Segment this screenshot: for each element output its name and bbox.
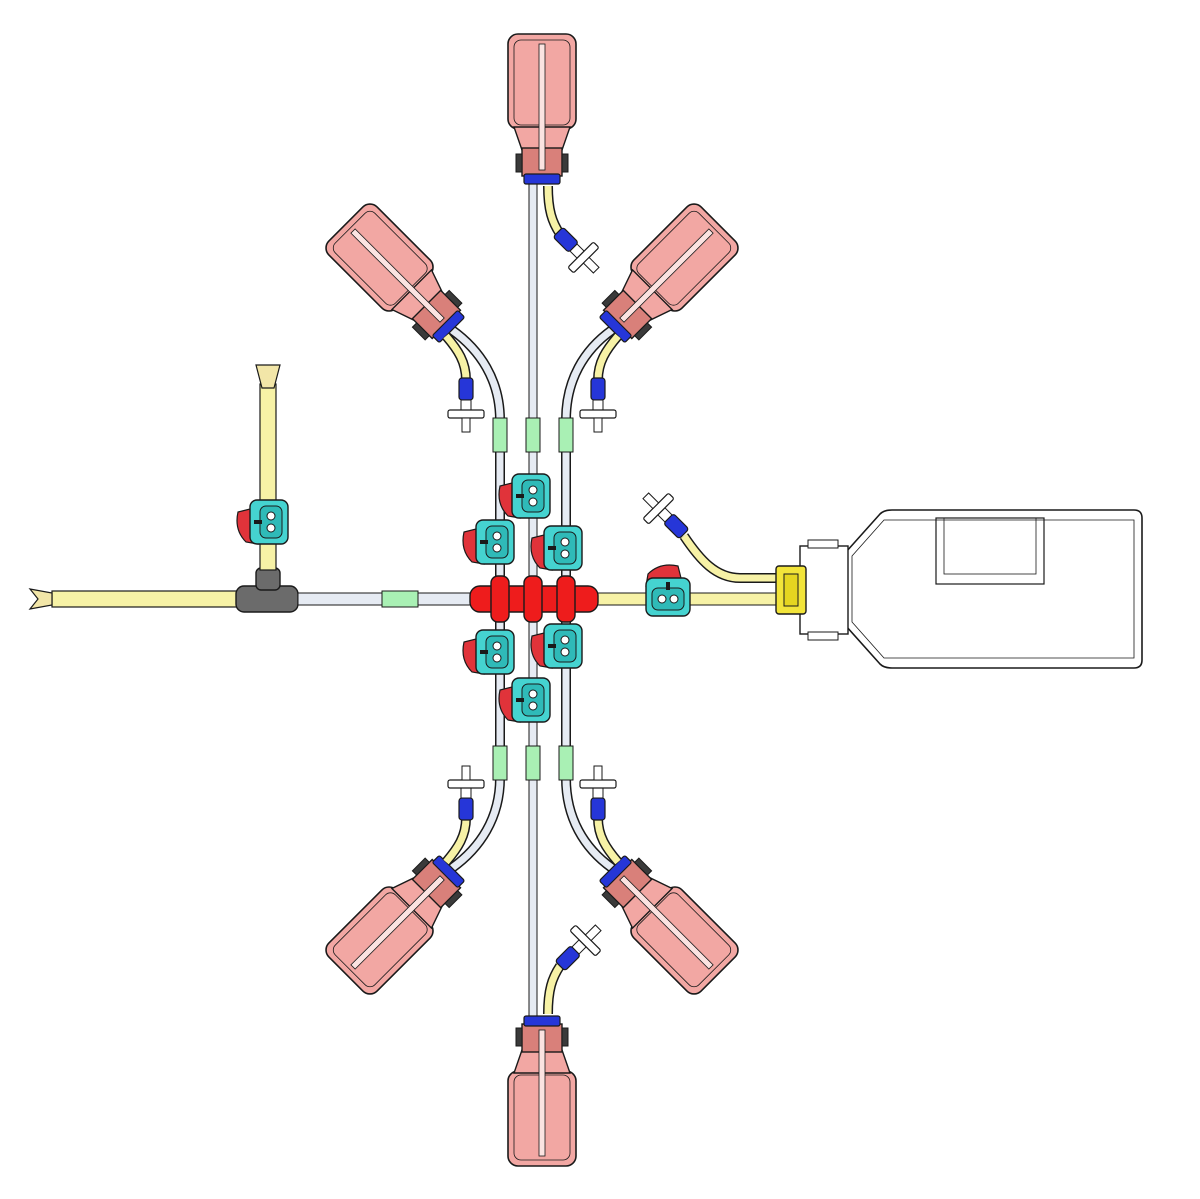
left-spike bbox=[28, 588, 53, 610]
upper-spike bbox=[255, 364, 281, 389]
lower-left-filter bbox=[447, 765, 485, 821]
filter-branches bbox=[442, 185, 622, 1015]
vertical-tubes bbox=[449, 181, 615, 1019]
bottom-bag bbox=[507, 1015, 577, 1167]
gray-tee-connector bbox=[235, 567, 299, 613]
red-manifold bbox=[469, 575, 599, 623]
lower-right-filter bbox=[579, 765, 617, 821]
right-bottle bbox=[775, 509, 1143, 669]
upper-left-filter bbox=[447, 377, 485, 433]
upper-spike-line bbox=[236, 364, 289, 571]
green-connector-left bbox=[381, 590, 419, 608]
upper-right-filter bbox=[579, 377, 617, 433]
top-bag bbox=[507, 33, 577, 185]
left-line bbox=[28, 567, 475, 613]
